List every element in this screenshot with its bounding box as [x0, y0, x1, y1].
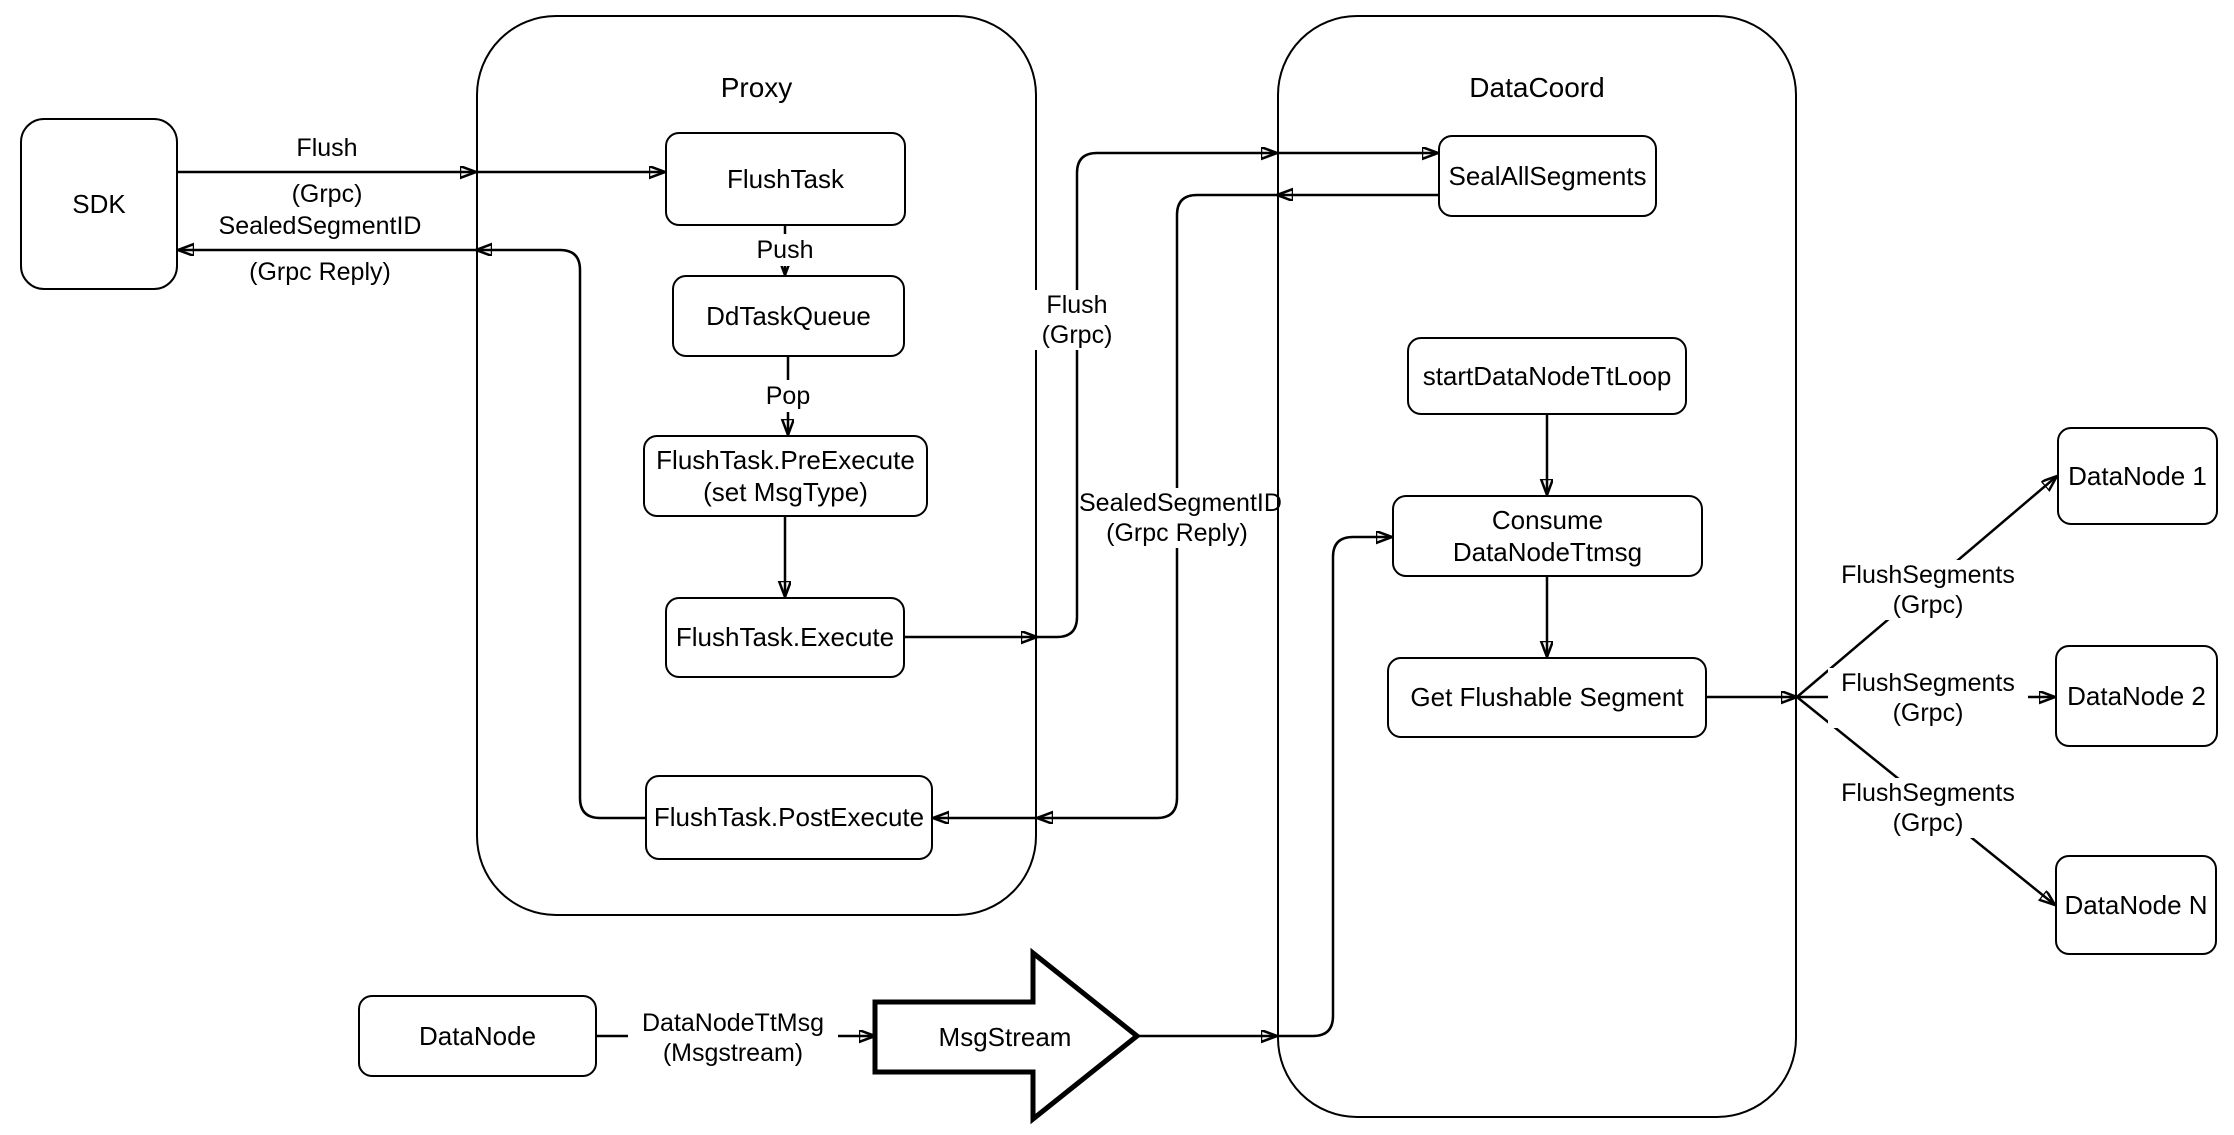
- node-consume-datanodettmsg: Consume DataNodeTtmsg: [1392, 495, 1703, 577]
- node-flushtask-execute-label: FlushTask.Execute: [675, 622, 895, 653]
- node-flushtask-preexecute-line2: (set MsgType): [703, 477, 868, 507]
- edge-label-flushsegments-1-line1: FlushSegments: [1841, 561, 2015, 589]
- node-consume-datanodettmsg-label: Consume DataNodeTtmsg: [1452, 504, 1643, 568]
- edge-label-datanodettmsg: DataNodeTtMsg (Msgstream): [628, 1008, 838, 1068]
- node-datanode-n: DataNode N: [2055, 855, 2217, 955]
- edge-label-push: Push: [730, 234, 840, 266]
- edge-label-sdk-flush-line2: (Grpc): [291, 180, 363, 208]
- node-ddtaskqueue-label: DdTaskQueue: [706, 300, 871, 331]
- msgstream-label: MsgStream: [938, 1022, 1072, 1052]
- edge-label-flushsegments-2: FlushSegments (Grpc): [1828, 668, 2028, 728]
- node-datanode-1-label: DataNode 1: [2068, 460, 2207, 491]
- node-datanode-bottom-label: DataNode: [418, 1020, 537, 1051]
- node-sealallsegments-label: SealAllSegments: [1448, 160, 1647, 191]
- edge-label-pop: Pop: [736, 380, 840, 412]
- msgstream-arrow-shape: [872, 947, 1142, 1125]
- edge-label-proxy-flush-line2: (Grpc): [1041, 321, 1113, 349]
- edge-label-flushsegments-3: FlushSegments (Grpc): [1828, 778, 2028, 838]
- edge-label-flushsegments-1: FlushSegments (Grpc): [1828, 560, 2028, 620]
- edge-label-proxy-flush-line1: Flush: [1046, 291, 1108, 319]
- datacoord-title: DataCoord: [1469, 72, 1605, 103]
- node-datanode-1: DataNode 1: [2057, 427, 2218, 525]
- edge-label-sdk-reply-line1: SealedSegmentID: [218, 212, 422, 240]
- edge-label-flushsegments-2-line2: (Grpc): [1892, 699, 1964, 727]
- edge-execute-flush-2: [1037, 153, 1277, 639]
- node-datanode-bottom: DataNode: [358, 995, 597, 1077]
- node-get-flushable-segment: Get Flushable Segment: [1387, 657, 1707, 738]
- edge-label-proxy-flush: Flush (Grpc): [1007, 290, 1147, 350]
- node-sdk-label: SDK: [72, 188, 126, 219]
- container-proxy: [476, 15, 1037, 916]
- edge-label-sdk-reply-line2: (Grpc Reply): [249, 258, 391, 286]
- edge-msgstream-to-consume-2: [1277, 537, 1392, 1038]
- node-flushtask: FlushTask: [665, 132, 906, 226]
- edge-label-flushsegments-1-line2: (Grpc): [1892, 591, 1964, 619]
- node-flushtask-label: FlushTask: [726, 163, 845, 194]
- edge-label-proxy-reply: SealedSegmentID (Grpc Reply): [1079, 488, 1282, 548]
- edge-label-proxy-reply-line2: (Grpc Reply): [1106, 519, 1248, 547]
- node-datanode-2: DataNode 2: [2055, 645, 2218, 747]
- edge-label-proxy-reply-line1: SealedSegmentID: [1079, 489, 1282, 517]
- node-startdatanodettloop: startDataNodeTtLoop: [1407, 337, 1687, 415]
- edge-label-flushsegments-3-line1: FlushSegments: [1841, 779, 2015, 807]
- node-flushtask-preexecute-line1: FlushTask.PreExecute: [656, 444, 915, 475]
- edge-label-datanodettmsg-line2: (Msgstream): [662, 1039, 804, 1067]
- edge-label-datanodettmsg-line1: DataNodeTtMsg: [641, 1009, 825, 1037]
- edge-label-sdk-flush-line1: Flush: [296, 134, 358, 162]
- node-flushtask-preexecute: FlushTask.PreExecute (set MsgType): [643, 435, 928, 517]
- node-flushtask-postexecute: FlushTask.PostExecute: [645, 775, 933, 860]
- node-startdatanodettloop-label: startDataNodeTtLoop: [1422, 360, 1672, 391]
- node-datanode-n-label: DataNode N: [2064, 889, 2208, 920]
- node-flushtask-postexecute-label: FlushTask.PostExecute: [653, 802, 925, 833]
- node-get-flushable-segment-label: Get Flushable Segment: [1410, 682, 1684, 713]
- edge-label-flushsegments-3-line2: (Grpc): [1892, 809, 1964, 837]
- node-ddtaskqueue: DdTaskQueue: [672, 275, 905, 357]
- node-flushtask-execute: FlushTask.Execute: [665, 597, 905, 678]
- edge-postexecute-reply-1: [476, 250, 645, 820]
- node-sdk: SDK: [20, 118, 178, 290]
- proxy-title: Proxy: [720, 72, 793, 103]
- container-datacoord: [1277, 15, 1797, 1118]
- node-datanode-2-label: DataNode 2: [2067, 680, 2206, 711]
- edge-label-flushsegments-2-line1: FlushSegments: [1841, 669, 2015, 697]
- node-sealallsegments: SealAllSegments: [1438, 135, 1657, 217]
